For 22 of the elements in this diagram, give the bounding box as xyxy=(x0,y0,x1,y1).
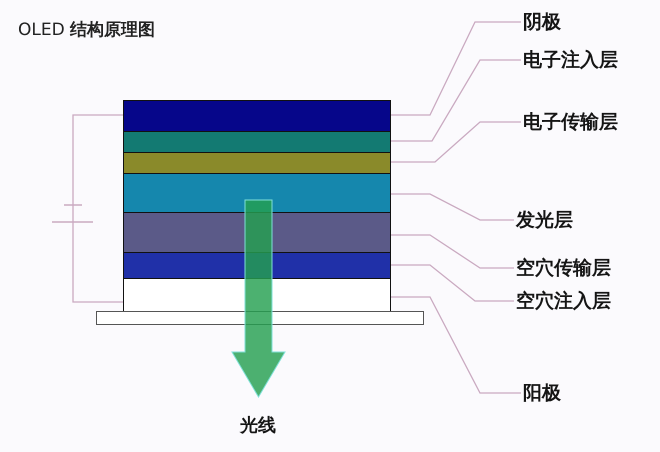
layer-label: 发光层 xyxy=(516,208,573,232)
leader-line xyxy=(391,121,521,163)
substrate-plate xyxy=(96,311,424,325)
circuit-wire xyxy=(72,114,123,303)
layer-label: 空穴注入层 xyxy=(516,289,611,313)
leader-line xyxy=(391,21,521,116)
electron-transport-layer xyxy=(123,152,391,174)
leader-line xyxy=(391,193,514,221)
light-label: 光线 xyxy=(240,414,276,437)
leader-line xyxy=(391,234,514,269)
emissive-layer xyxy=(123,173,391,213)
layer-label: 电子注入层 xyxy=(523,48,618,72)
electron-injection-layer xyxy=(123,131,391,153)
layer-label: 阴极 xyxy=(523,10,561,34)
leader-line xyxy=(391,264,514,302)
leader-line xyxy=(391,59,521,142)
layer-label: 阳极 xyxy=(523,381,561,405)
cathode-layer xyxy=(123,100,391,132)
layer-label: 空穴传输层 xyxy=(516,256,611,280)
layer-label: 电子传输层 xyxy=(523,110,618,134)
leader-line xyxy=(391,296,521,394)
diagram-title: OLED 结构原理图 xyxy=(18,19,156,41)
